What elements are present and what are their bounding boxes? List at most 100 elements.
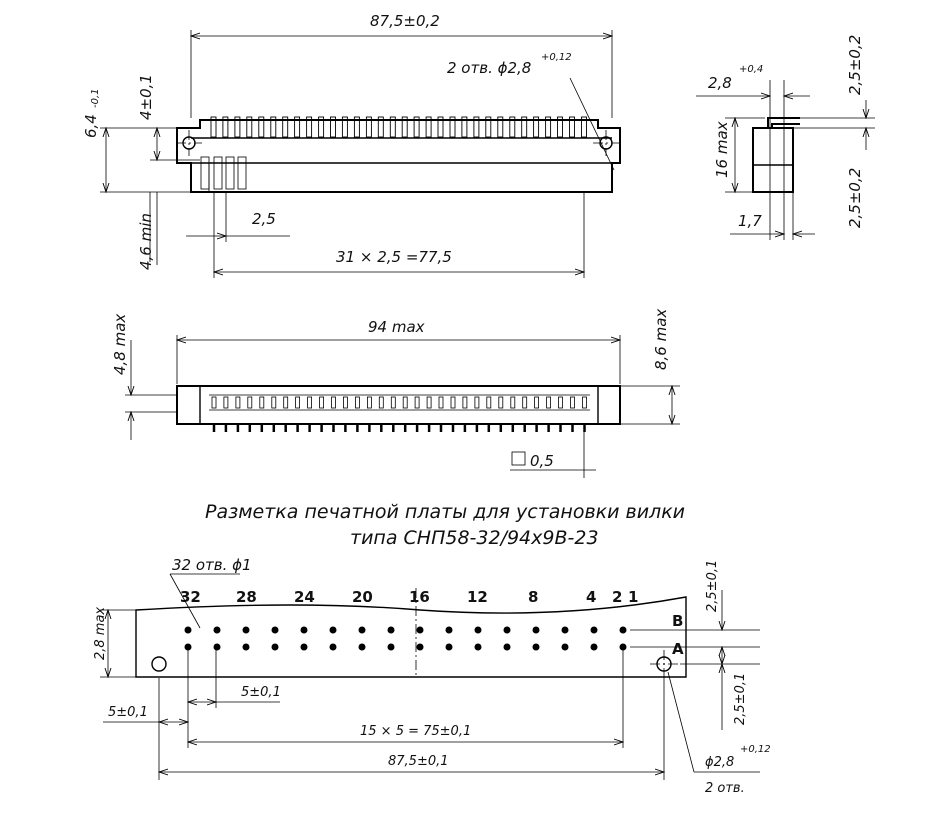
- pcb-hole-a: [445, 643, 453, 651]
- front-pin-b: [331, 396, 336, 409]
- top-pin: [569, 116, 575, 138]
- pcb-outline: [135, 596, 687, 678]
- front-height-label: 8,6 max: [652, 309, 670, 370]
- top-pin: [365, 116, 372, 138]
- front-pin-b: [426, 396, 432, 409]
- height-tol: -0,1: [90, 88, 101, 108]
- holes-label: 2 отв. ϕ2,8: [447, 59, 531, 77]
- top-pin: [258, 116, 265, 138]
- holes-tol: +0,12: [541, 52, 572, 63]
- top-view-body: [176, 119, 621, 193]
- pcb-hole-a: [300, 643, 308, 651]
- height-label: 6,4: [82, 114, 100, 138]
- top-pin: [533, 116, 540, 138]
- pcb-hole-b: [387, 626, 395, 634]
- front-pin-b: [235, 396, 241, 409]
- pcb-hole-a: [590, 643, 598, 651]
- pcb-hole-a: [329, 643, 337, 651]
- front-pin-b: [342, 396, 348, 409]
- pcb-hole-a: [561, 643, 569, 651]
- top-pin: [401, 116, 408, 138]
- pcb-pin-number: 12: [467, 588, 488, 606]
- side-offset-tol: +0,4: [739, 64, 763, 75]
- front-pin-b: [271, 396, 277, 409]
- front-pin-b: [307, 396, 313, 409]
- front-length-label: 94 max: [368, 318, 425, 336]
- top-pin: [461, 116, 468, 138]
- pcb-hole-a: [358, 643, 366, 651]
- top-pin: [210, 116, 217, 138]
- pcb-hole-b: [619, 626, 627, 634]
- pcb-right-top: 2,5±0,1: [705, 560, 720, 612]
- top-pin: [282, 116, 289, 138]
- top-pin: [497, 116, 504, 138]
- caption-line1: Разметка печатной платы для установки ви…: [205, 501, 685, 523]
- pcb-holes: [184, 626, 627, 651]
- pitch-label: 2,5: [252, 210, 276, 228]
- front-pin-b: [438, 396, 444, 409]
- pitch-total-label: 31 × 2,5 =77,5: [336, 248, 452, 266]
- pcb-hole-b: [416, 626, 424, 634]
- front-pin-b: [582, 396, 587, 409]
- row-a-label: A: [672, 640, 684, 658]
- pcb-hole-b: [213, 626, 221, 634]
- front-pin-b: [546, 396, 551, 409]
- side-width-label: 1,7: [738, 212, 762, 230]
- front-pin-b: [247, 396, 253, 409]
- top-pin: [473, 116, 480, 138]
- pcb-hole-b: [590, 626, 598, 634]
- front-depth-label: 4,8 max: [111, 314, 129, 375]
- pcb-overall: 87,5±0,1: [388, 754, 449, 769]
- flatness-label: 0,5: [530, 452, 554, 470]
- front-pin-b: [223, 396, 229, 409]
- pcb-offset-left: 5±0,1: [108, 705, 148, 720]
- top-pin: [389, 116, 396, 138]
- pcb-pin-number: 24: [294, 588, 315, 606]
- pcb-hole-b: [358, 626, 366, 634]
- top-view: 87,5±0,2 2 отв. ϕ2,8 +0,12 6,4 -0,1 4±0,…: [82, 12, 621, 278]
- top-pin: [353, 116, 360, 138]
- front-pin-b: [295, 396, 301, 409]
- row-b-label: B: [672, 612, 683, 630]
- pcb-pin-number: 20: [352, 588, 373, 606]
- front-pin-b: [319, 396, 325, 409]
- side-view: 2,8 +0,4 2,5±0,2 2,5±0,2 16 max 1,7: [696, 35, 875, 240]
- pcb-holes-label: 32 отв. ϕ1: [172, 556, 252, 574]
- pcb-pin-number: 8: [528, 588, 538, 606]
- front-pin-b: [486, 396, 492, 409]
- pcb-hole-a: [619, 643, 627, 651]
- front-pin-b: [474, 396, 480, 409]
- flatness-symbol: [511, 451, 526, 466]
- top-pin: [437, 116, 444, 138]
- pcb-hole-a: [242, 643, 250, 651]
- front-pin-b: [498, 396, 504, 409]
- pcb-hole-b: [532, 626, 540, 634]
- front-pin-b: [378, 396, 384, 409]
- pcb-mount-hole: ϕ2,8: [705, 755, 734, 770]
- pcb-pin-number: 28: [236, 588, 257, 606]
- top-pin: [270, 116, 277, 138]
- pcb-hole-b: [474, 626, 482, 634]
- front-pin-b: [390, 396, 396, 409]
- pcb-mount-hole-tol: +0,12: [740, 744, 771, 755]
- top-pin: [330, 116, 336, 138]
- pcb-hole-b: [445, 626, 453, 634]
- top-pin: [581, 116, 587, 138]
- top-pin: [341, 116, 348, 138]
- top-pin: [377, 116, 384, 138]
- front-pin-b: [534, 396, 539, 409]
- front-pin-b: [558, 396, 563, 409]
- pcb-hole-a: [503, 643, 511, 651]
- pcb-hole-a: [532, 643, 540, 651]
- front-pin-b: [414, 396, 420, 409]
- pcb-mount-hole-left: [151, 656, 167, 672]
- top-pin: [222, 116, 229, 138]
- pin-min-label: 4,6 min: [137, 213, 155, 270]
- front-pin-b: [462, 396, 468, 409]
- pcb-hole-a: [387, 643, 395, 651]
- top-view-pins: [210, 116, 587, 138]
- front-pin-b: [354, 396, 360, 409]
- top-pin: [545, 116, 552, 138]
